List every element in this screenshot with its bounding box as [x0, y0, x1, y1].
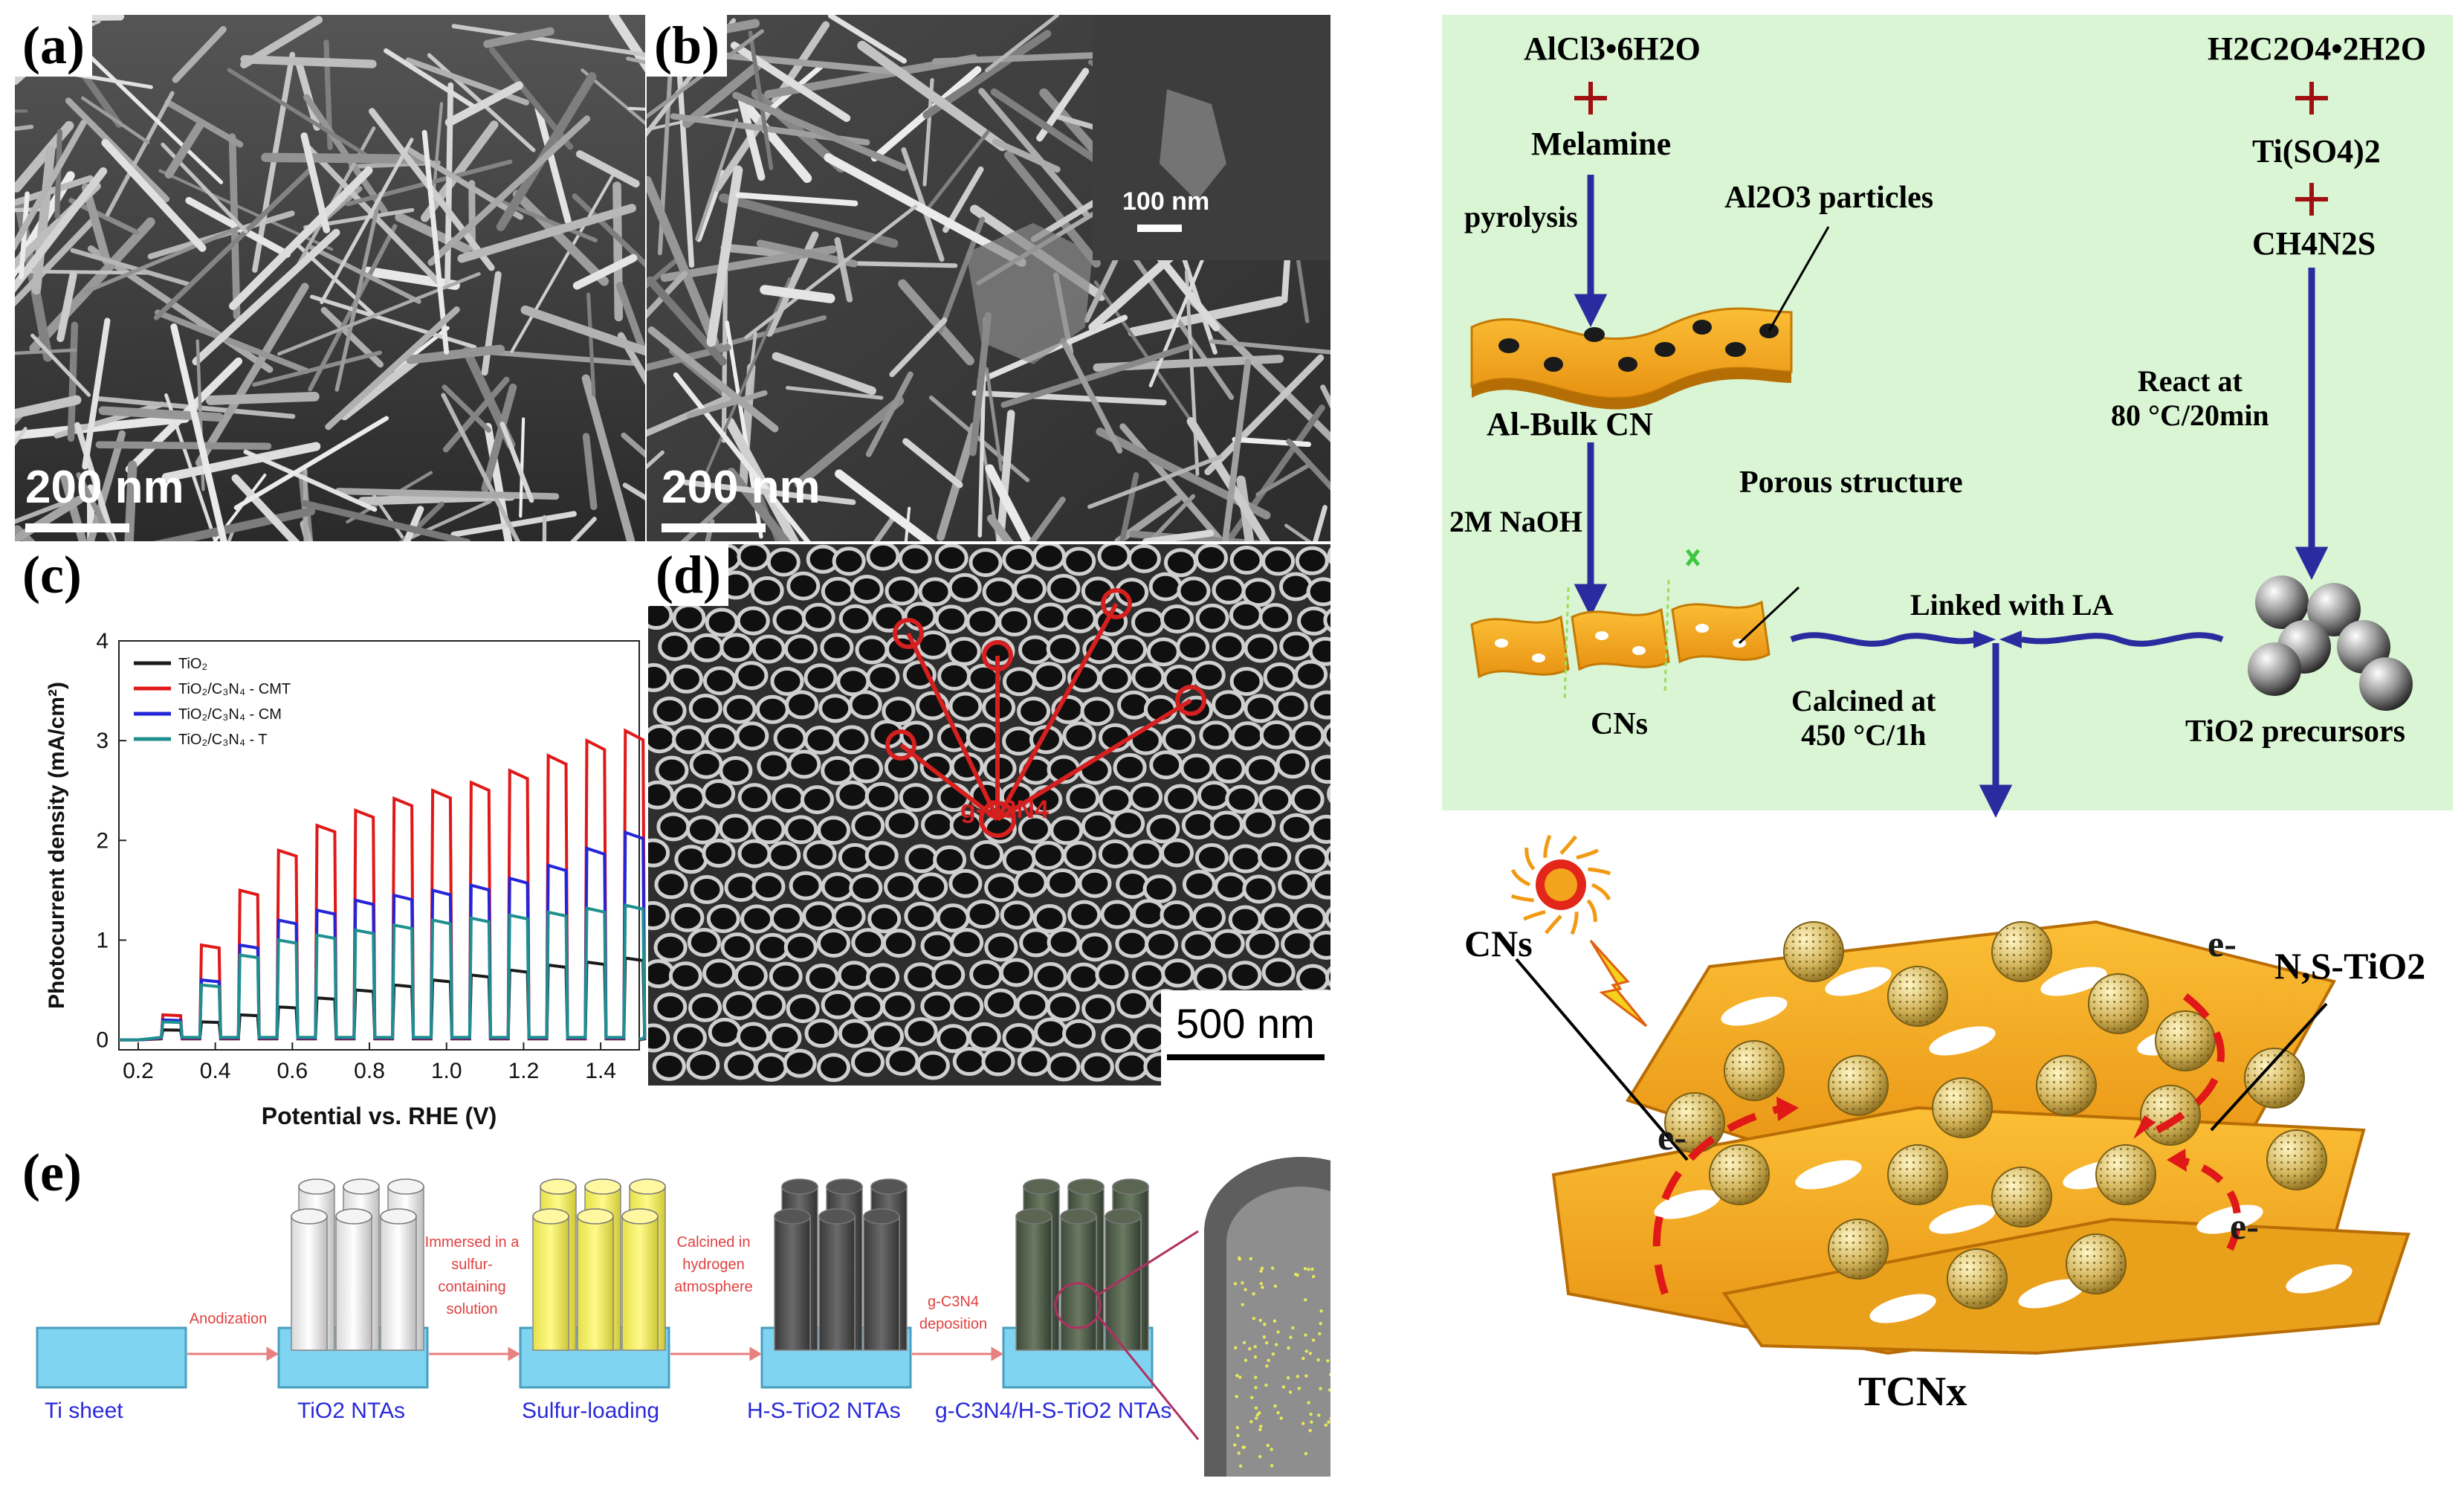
y-tick-label: 0 — [96, 1028, 109, 1053]
reagent-thiourea: CH4N2S — [2252, 225, 2376, 262]
stage-label-gc3n4: g-C3N4/H-S-TiO2 NTAs — [935, 1399, 1172, 1423]
panel-a-label: (a) — [15, 15, 92, 77]
x-tick-label: 0.2 — [123, 1059, 154, 1083]
y-tick-label: 1 — [96, 928, 109, 952]
panel-f-graphics — [1470, 82, 2413, 1355]
stage-label-tio2-ntas: TiO2 NTAs — [297, 1399, 406, 1423]
electron-label-2: e- — [1658, 1116, 1687, 1158]
series-line-3 — [119, 903, 647, 1042]
x-tick-label: 1.0 — [431, 1059, 462, 1083]
y-tick-label: 4 — [96, 629, 109, 654]
panel-d-scale-box — [1161, 990, 1330, 1086]
panel-c-label: (c) — [15, 544, 89, 607]
plot-frame — [118, 640, 640, 1051]
panel-e-schematic: (e) Ti sheet TiO2 NTAs S — [15, 1142, 1330, 1484]
panel-b-inset-scale-bar — [1137, 225, 1182, 232]
panel-e-label: (e) — [15, 1142, 89, 1204]
reagent-melamine: Melamine — [1531, 126, 1672, 162]
panel-d-annotation: g-C3N4 — [960, 796, 1050, 824]
panel-b-sem-image: (b) 100 nm 200 nm — [647, 15, 1330, 541]
label-al2o3-particles: Al2O3 particles — [1724, 181, 1934, 215]
panel-a-scale-bar — [25, 523, 129, 532]
label-tcnx: TCNx — [1858, 1369, 1967, 1415]
panel-b-scale-label: 200 nm — [662, 462, 821, 513]
label-porous-structure: Porous structure — [1739, 465, 1963, 500]
panel-b-scale-bar — [662, 523, 766, 532]
x-tick-label: 1.4 — [585, 1059, 616, 1083]
x-tick-label: 0.4 — [200, 1059, 231, 1083]
reagent-ti-sulfate: Ti(SO4)2 — [2252, 133, 2381, 170]
electron-label-1: e- — [2208, 923, 2237, 964]
label-pyrolysis: pyrolysis — [1464, 200, 1578, 233]
y-axis-label: Photocurrent density (mA/cm²) — [45, 682, 69, 1009]
stage-label-ti-sheet: Ti sheet — [45, 1399, 123, 1423]
label-cns-top: CNs — [1591, 707, 1649, 741]
label-naoh: 2M NaOH — [1449, 505, 1582, 538]
panel-e-process-flow — [36, 1157, 1330, 1477]
reagent-oxalic-acid: H2C2O4•2H2O — [2208, 30, 2427, 67]
panel-b-inset-scale-label: 100 nm — [1122, 187, 1210, 216]
panel-a-scale-label: 200 nm — [25, 462, 184, 513]
y-tick-label: 2 — [96, 828, 109, 853]
label-linked-with-la: Linked with LA — [1910, 588, 2114, 622]
panel-b-nanorods-texture — [647, 15, 1330, 541]
panel-f-scheme: (f) — [1442, 15, 2460, 1472]
stage-label-hs-tio2: H-S-TiO2 NTAs — [747, 1399, 901, 1423]
x-tick-label: 0.6 — [277, 1059, 308, 1083]
panel-f-label: (f) — [1442, 30, 1451, 91]
panel-a-sem-image: (a) 200 nm — [15, 15, 645, 541]
plot-white-patch — [505, 647, 632, 674]
panel-a-nanorods-texture — [15, 15, 645, 541]
electron-label-3: e- — [2230, 1205, 2259, 1247]
panel-b-label: (b) — [647, 15, 727, 77]
legend-label: TiO₂ — [178, 656, 207, 672]
panel-d-scale-bar — [1167, 1054, 1325, 1060]
x-tick-label: 0.8 — [354, 1059, 385, 1083]
legend-label: TiO₂/C₃N₄ - T — [178, 732, 268, 748]
panel-d-label: (d) — [648, 544, 728, 607]
legend-label: TiO₂/C₃N₄ - CM — [178, 706, 282, 723]
step-label-anodization: Anodization — [189, 1311, 268, 1327]
x-axis-label: Potential vs. RHE (V) — [262, 1103, 497, 1129]
label-tio2-precursors: TiO2 precursors — [2185, 715, 2405, 749]
legend-label: TiO₂/C₃N₄ - CMT — [178, 681, 291, 697]
label-cns-composite: CNs — [1464, 923, 1533, 964]
y-tick-label: 3 — [96, 729, 109, 753]
x-tick-label: 1.2 — [508, 1059, 540, 1083]
stage-label-sulfur-loading: Sulfur-loading — [522, 1399, 660, 1423]
label-ns-tio2: N,S-TiO2 — [2274, 945, 2426, 987]
panel-d-scale-label: 500 nm — [1176, 1000, 1315, 1047]
label-al-bulk-cn: Al-Bulk CN — [1487, 406, 1653, 442]
reagent-alcl3: AlCl3•6H2O — [1524, 30, 1701, 67]
panel-d-sem-image: (d) g-C3N4 500 nm — [648, 544, 1330, 1086]
